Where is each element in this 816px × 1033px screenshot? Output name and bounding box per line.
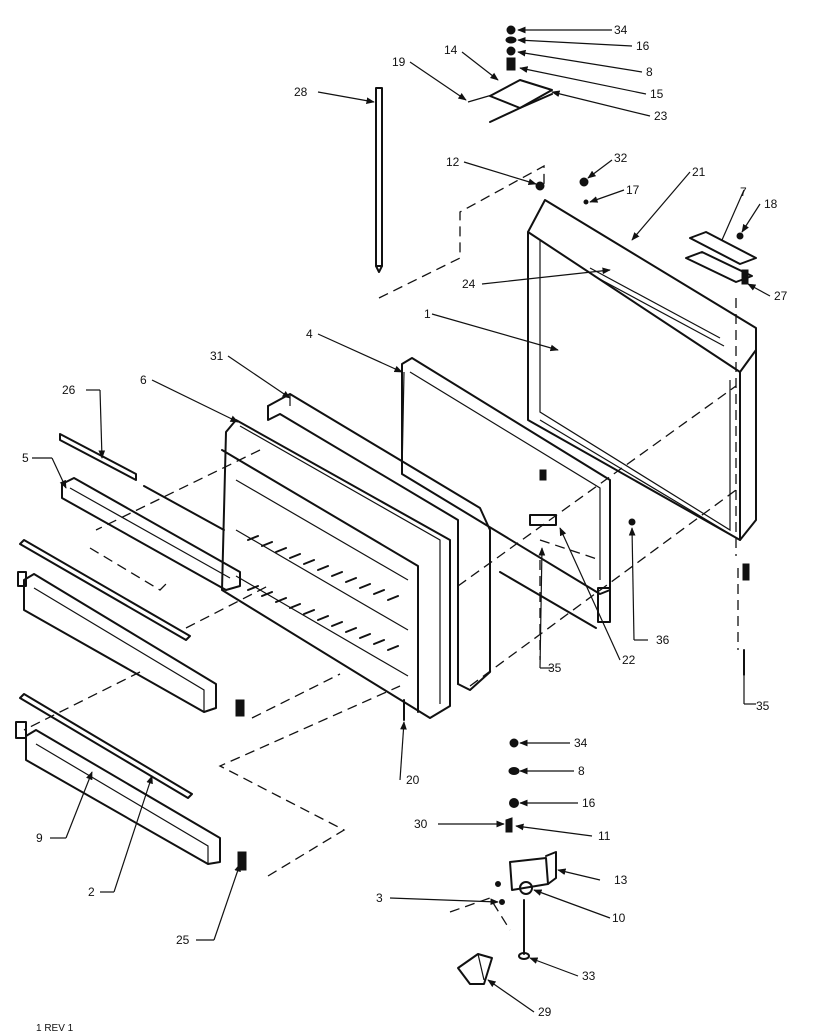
callout-16-bottom: 16 (582, 796, 596, 810)
callout-1: 1 (424, 307, 431, 321)
screw-part-3 (499, 899, 505, 905)
rod-dashed-guide (378, 164, 545, 299)
callout-16-top: 16 (636, 39, 650, 53)
callout-labels: 34 16 8 15 23 14 19 28 12 32 17 21 7 18 … (22, 23, 788, 1033)
callout-26: 26 (62, 383, 76, 397)
bushing-part-8-bottom (508, 767, 520, 775)
callout-6: 6 (140, 373, 147, 387)
screw-left-frame (539, 469, 547, 481)
callout-8-bottom: 8 (578, 764, 585, 778)
callout-19: 19 (392, 55, 406, 69)
shelf-bar-upper (19, 539, 191, 641)
screw-part-17 (583, 199, 589, 205)
callout-4: 4 (306, 327, 313, 341)
callout-24: 24 (462, 277, 476, 291)
shelf-rail-part-26 (59, 433, 137, 481)
callout-22: 22 (622, 653, 636, 667)
callout-25: 25 (176, 933, 190, 947)
callout-10: 10 (612, 911, 626, 925)
washer-part-34-bottom (509, 738, 519, 748)
clip-upper-bin (235, 699, 245, 717)
gasket-frame-part-4 (401, 357, 611, 623)
door-bin-part-9 (15, 721, 221, 865)
callout-14: 14 (444, 43, 458, 57)
spacer-part-27 (741, 269, 749, 285)
callout-18: 18 (764, 197, 778, 211)
callout-8-top: 8 (646, 65, 653, 79)
bushing-part-8-top (506, 46, 516, 56)
bottom-hinge-assembly (495, 738, 557, 960)
callout-3: 3 (376, 891, 383, 905)
screw-right-frame (742, 563, 750, 581)
callout-31: 31 (210, 349, 224, 363)
pin-part-30 (505, 817, 513, 833)
bracket-part-22 (529, 514, 557, 526)
callout-35-right: 35 (756, 699, 770, 713)
callout-35-left: 35 (548, 661, 562, 675)
callout-21: 21 (692, 165, 706, 179)
callout-17: 17 (626, 183, 640, 197)
callout-2: 2 (88, 885, 95, 899)
shelf-bin-part-5 (61, 477, 241, 591)
bracket-part-7 (685, 231, 757, 283)
callout-11: 11 (598, 829, 611, 843)
callout-34-top: 34 (614, 23, 628, 37)
callout-30: 30 (414, 817, 428, 831)
gasket-edge (499, 571, 597, 629)
callout-15: 15 (650, 87, 664, 101)
washer-part-16-top (505, 36, 517, 44)
door-bin-upper (17, 571, 217, 713)
callout-36: 36 (656, 633, 670, 647)
rear-frame-part-21 (527, 199, 757, 541)
callout-32: 32 (614, 151, 628, 165)
screw-part-36 (628, 518, 636, 526)
callout-27: 27 (774, 289, 788, 303)
screw-part-19 (467, 94, 493, 103)
revision-note: 1 REV 1 (36, 1023, 74, 1033)
callout-28: 28 (294, 85, 308, 99)
leader-lines (32, 26, 771, 1013)
washer-part-16-bottom (509, 798, 519, 808)
shelf-rail-26-right (143, 485, 225, 531)
top-hinge-assembly (467, 25, 553, 123)
callout-33: 33 (582, 969, 596, 983)
screw-part-18 (736, 232, 744, 240)
screw-part-32 (579, 177, 589, 187)
hinge-cover-part-29 (457, 953, 493, 985)
callout-34-bottom: 34 (574, 736, 588, 750)
hinge-bracket-part-23 (489, 79, 553, 109)
callout-12: 12 (446, 155, 460, 169)
cam-part-10 (519, 881, 533, 895)
hinge-body-part-13 (509, 857, 549, 891)
pin-part-15 (506, 57, 516, 71)
rod-part-28 (375, 87, 383, 273)
callout-9: 9 (36, 831, 43, 845)
callout-7: 7 (740, 185, 747, 199)
callout-20: 20 (406, 773, 420, 787)
shelf-bar-part-2 (19, 693, 193, 799)
callout-13: 13 (614, 873, 628, 887)
screw-part-12 (535, 181, 545, 191)
callout-5: 5 (22, 451, 29, 465)
liner-shelf-ribs (247, 535, 399, 651)
callout-23: 23 (654, 109, 668, 123)
door-liner-part-6 (221, 419, 451, 719)
callout-29: 29 (538, 1005, 552, 1019)
washer-part-34-top (506, 25, 516, 35)
